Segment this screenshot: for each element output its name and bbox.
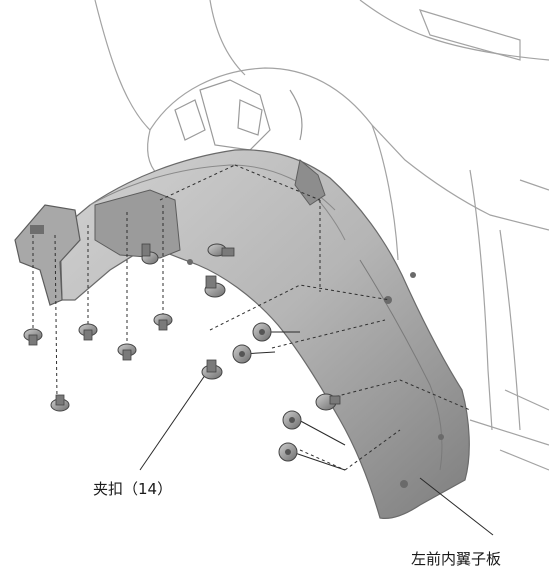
- clip: [141, 243, 159, 265]
- clip: [207, 243, 235, 257]
- clip: [252, 322, 272, 342]
- clip: [315, 393, 341, 411]
- mounting-guide-lines: [32, 164, 471, 471]
- inner-fender-liner: [14, 149, 470, 520]
- clip: [204, 275, 226, 298]
- fender-liner-callout-label: 左前内翼子板: [411, 550, 502, 568]
- clip: [153, 313, 173, 331]
- clip: [23, 328, 43, 346]
- clip: [50, 394, 70, 412]
- leader-lines: [139, 331, 494, 536]
- clip-callout-label: 夹扣（14）: [93, 480, 173, 498]
- clip: [278, 442, 298, 462]
- clip: [201, 359, 223, 380]
- clip: [282, 410, 302, 430]
- clip: [232, 344, 252, 364]
- clips: [23, 243, 341, 462]
- clip: [78, 323, 98, 341]
- clip: [117, 343, 137, 361]
- vehicle-body: [94, 0, 549, 471]
